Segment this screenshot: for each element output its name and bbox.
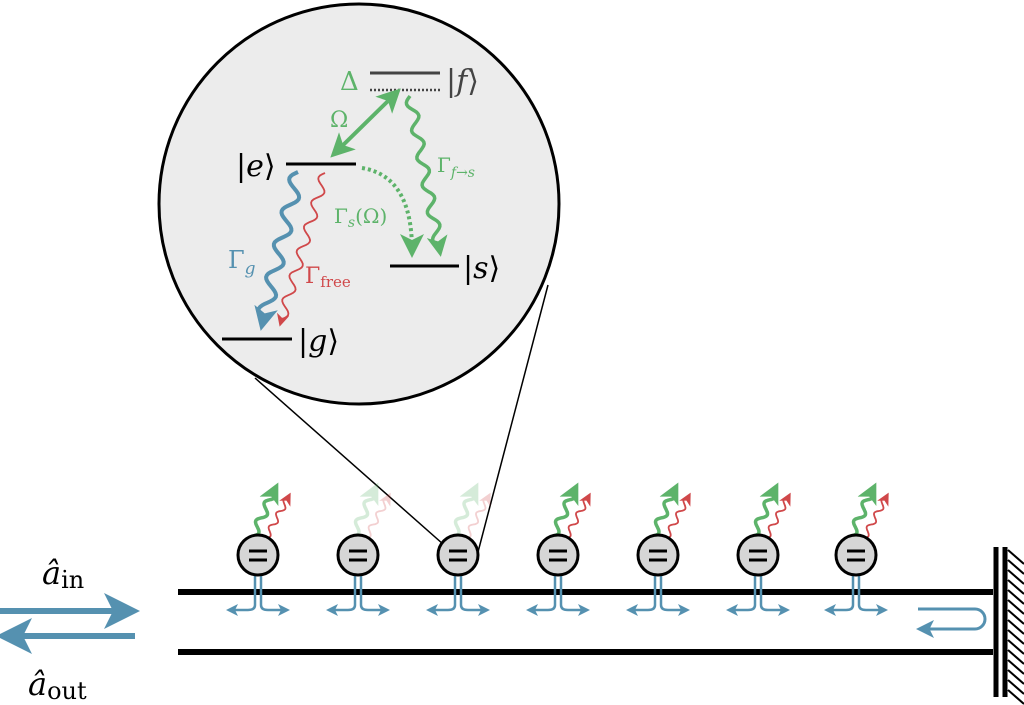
atom-circle — [636, 533, 680, 577]
omega-double-arrow — [330, 88, 401, 158]
atom-red-emission — [665, 492, 691, 539]
atom-red-emission — [265, 492, 291, 539]
gamma-free-wavy-arrow — [276, 172, 326, 327]
atom — [526, 482, 591, 616]
label-gamma-fs: Γf→s — [437, 153, 475, 181]
atom-levels-icon — [449, 549, 467, 562]
label-s: |s⟩ — [463, 251, 500, 286]
zoom-line-left — [254, 377, 453, 553]
gamma-g-wavy-arrow — [254, 170, 302, 331]
label-e: |e⟩ — [236, 149, 276, 184]
mirror-hatch — [1007, 659, 1024, 675]
atom-red-emission — [863, 492, 889, 539]
atom-coupling-legs — [533, 575, 583, 612]
atom-levels-icon — [549, 549, 567, 562]
atom — [226, 482, 291, 616]
atom-circle — [336, 533, 380, 577]
mirror-hatch — [1007, 589, 1024, 605]
atom-green-emission — [752, 482, 779, 538]
gamma-fs-wavy-arrow — [404, 94, 448, 257]
atom-green-emission — [452, 482, 479, 538]
inset-circle — [157, 2, 561, 406]
atom-levels-icon — [649, 549, 667, 562]
atom — [326, 482, 391, 616]
gamma-s-dotted-arrow — [361, 166, 424, 258]
atom-red-emission — [465, 492, 491, 539]
atom-red-emission — [765, 492, 791, 539]
mirror-hatch — [1007, 679, 1024, 695]
atom-red-emission — [365, 492, 391, 539]
mirror — [993, 547, 1024, 705]
mirror-hatch — [1007, 669, 1024, 685]
label-a-in: âin — [42, 554, 84, 594]
atom — [426, 482, 491, 616]
label-gamma-free: Γfree — [305, 264, 351, 291]
atom — [824, 482, 889, 616]
mirror-hatch — [1007, 629, 1024, 645]
atom-green-emission — [652, 482, 679, 538]
atom-array — [226, 482, 889, 616]
zoom-line-right — [477, 284, 549, 553]
mirror-hatch — [1007, 619, 1024, 635]
atom-green-emission — [352, 482, 379, 538]
atom — [626, 482, 691, 616]
label-f: |f⟩ — [446, 64, 479, 99]
atom-green-emission — [252, 482, 279, 538]
mirror-hatch — [1007, 639, 1024, 655]
mirror-hatch — [1007, 559, 1024, 575]
atom-circle — [834, 533, 878, 577]
atom-levels-icon — [349, 549, 367, 562]
atom-coupling-legs — [633, 575, 683, 612]
label-g: |g⟩ — [298, 324, 339, 359]
atom-coupling-legs — [333, 575, 383, 612]
mirror-hatch — [1007, 549, 1024, 565]
mirror-hatch — [1007, 689, 1024, 705]
atom-circle — [436, 533, 480, 577]
atom-coupling-legs — [233, 575, 283, 612]
atom-circle — [236, 533, 280, 577]
atom-coupling-legs — [831, 575, 881, 612]
label-gamma-s: Γs(Ω) — [334, 204, 387, 231]
atom-green-emission — [850, 482, 877, 538]
atom-red-emission — [565, 492, 591, 539]
mirror-hatch — [1007, 599, 1024, 615]
label-delta: Δ — [340, 67, 359, 97]
atom-circle — [536, 533, 580, 577]
atom-circle — [736, 533, 780, 577]
level-diagram-inset: |f⟩ |e⟩ |s⟩ |g⟩ Δ Ω Γg Γfree Γs(Ω) Γf→s — [157, 2, 561, 406]
label-gamma-g: Γg — [228, 246, 256, 279]
mirror-hatch — [1007, 579, 1024, 595]
atom-levels-icon — [749, 549, 767, 562]
atom — [726, 482, 791, 616]
label-a-out: âout — [28, 665, 87, 705]
reflection-arrow — [916, 607, 987, 638]
atom-coupling-legs — [733, 575, 783, 612]
atom-levels-icon — [249, 549, 267, 562]
atom-green-emission — [552, 482, 579, 538]
atom-levels-icon — [847, 549, 865, 562]
mirror-hatch — [1007, 649, 1024, 665]
label-omega: Ω — [330, 108, 348, 133]
mirror-hatch — [1007, 569, 1024, 585]
mirror-hatch — [1007, 609, 1024, 625]
atom-coupling-legs — [433, 575, 483, 612]
